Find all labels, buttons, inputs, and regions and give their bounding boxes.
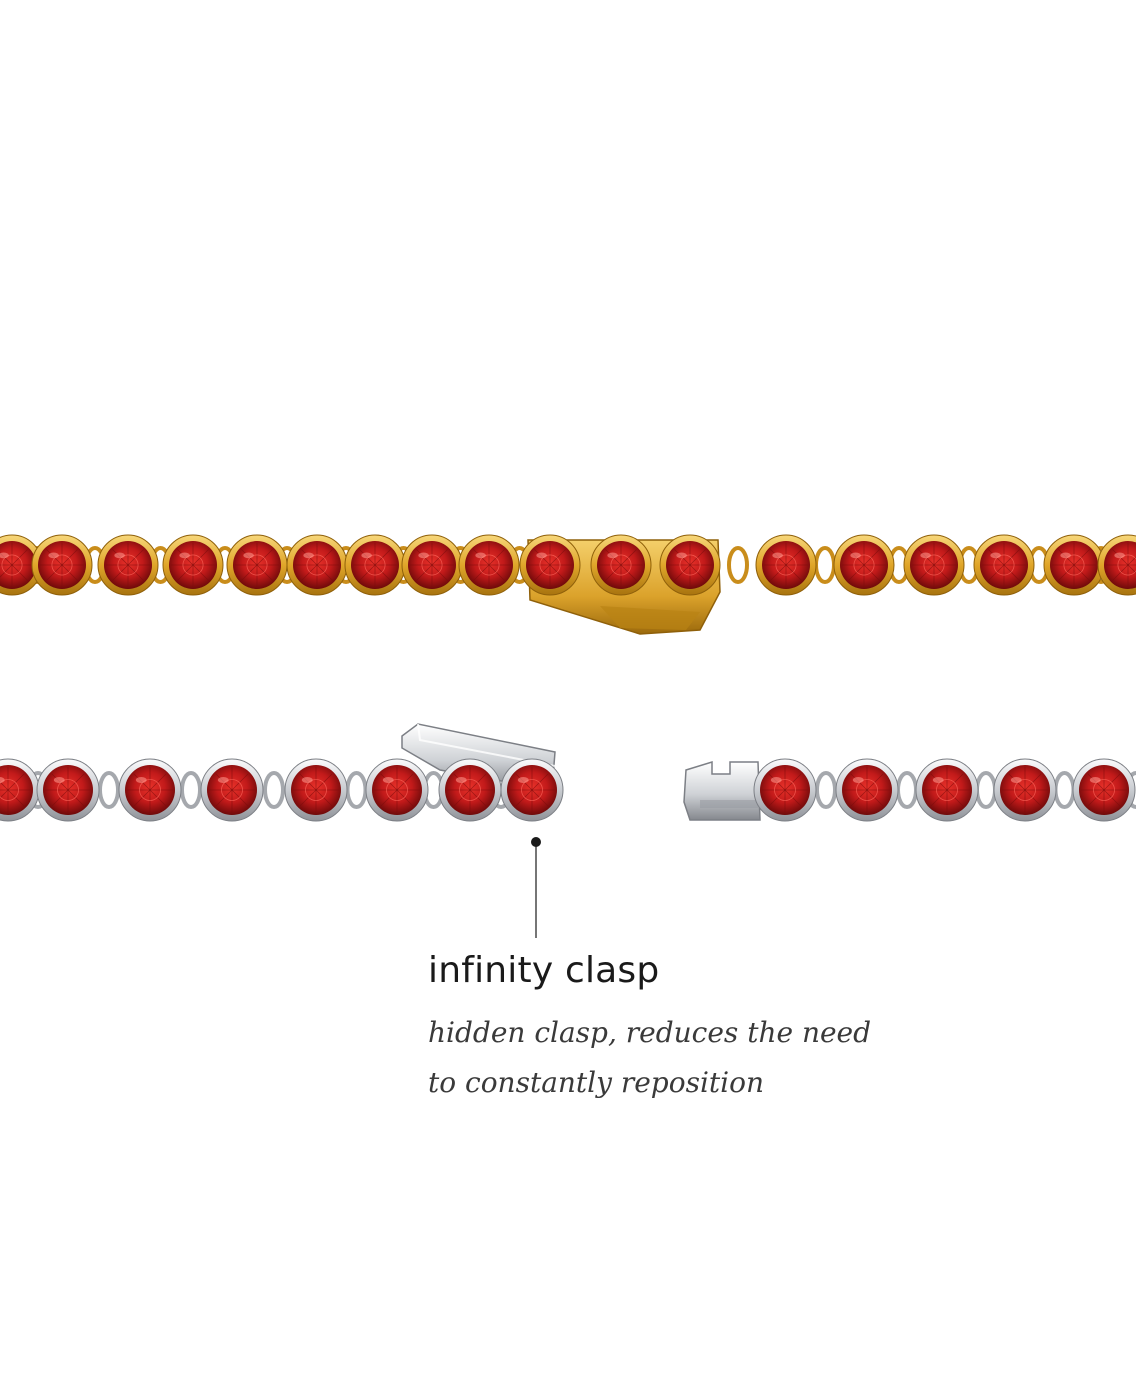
ruby-stone	[519, 534, 581, 596]
silver-clasp-receiver	[683, 760, 761, 821]
ruby-stone	[755, 534, 817, 596]
ruby-stone	[284, 758, 348, 822]
chain-link	[975, 771, 997, 809]
ruby-stone	[97, 534, 159, 596]
ruby-stone	[659, 534, 721, 596]
callout-description: hidden clasp, reduces the need to consta…	[428, 1008, 872, 1108]
ruby-stone	[835, 758, 899, 822]
chain-link	[896, 771, 918, 809]
ruby-stone	[344, 534, 406, 596]
ruby-stone	[1097, 534, 1136, 596]
ruby-stone	[286, 534, 348, 596]
ruby-stone	[118, 758, 182, 822]
ruby-stone	[365, 758, 429, 822]
chain-link	[815, 771, 837, 809]
ruby-stone	[833, 534, 895, 596]
ruby-stone	[993, 758, 1057, 822]
ruby-stone	[500, 758, 564, 822]
ruby-stone	[973, 534, 1035, 596]
callout-description-line-2: to constantly reposition	[428, 1066, 765, 1099]
ruby-stone	[590, 534, 652, 596]
ruby-stone	[226, 534, 288, 596]
ruby-stone	[401, 534, 463, 596]
ruby-stone	[200, 758, 264, 822]
silver-bracelet-open	[0, 723, 1136, 822]
chain-link	[345, 771, 368, 809]
ruby-stone	[36, 758, 100, 822]
ruby-stone	[915, 758, 979, 822]
chain-link	[814, 546, 836, 584]
chain-link	[98, 771, 120, 809]
gold-bracelet	[0, 534, 1136, 635]
ruby-stone	[0, 534, 43, 596]
callout-description-line-1: hidden clasp, reduces the need	[428, 1016, 872, 1049]
ruby-stone	[903, 534, 965, 596]
chain-link	[180, 771, 202, 809]
ruby-stone	[753, 758, 817, 822]
callout-title: infinity clasp	[428, 950, 660, 991]
callout-dot	[531, 837, 541, 847]
ruby-stone	[31, 534, 93, 596]
ruby-stone	[438, 758, 502, 822]
ruby-stone	[162, 534, 224, 596]
ruby-stone	[1043, 534, 1105, 596]
ruby-stone	[458, 534, 520, 596]
chain-link	[727, 546, 749, 584]
ruby-stone	[0, 758, 40, 822]
ruby-stone	[1072, 758, 1136, 822]
chain-link	[263, 771, 285, 809]
chain-link	[1053, 771, 1076, 809]
